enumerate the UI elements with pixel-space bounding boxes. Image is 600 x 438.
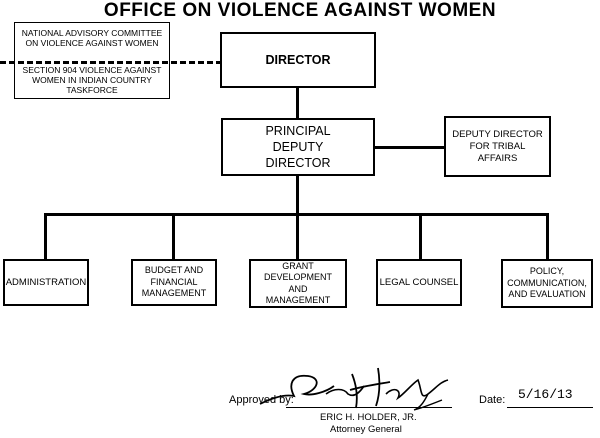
signer-position: Attorney General bbox=[330, 424, 402, 435]
advisory-box: NATIONAL ADVISORY COMMITTEE ON VIOLENCE … bbox=[14, 22, 170, 99]
advisory-committee-label: NATIONAL ADVISORY COMMITTEE ON VIOLENCE … bbox=[21, 28, 163, 48]
chart-title: OFFICE ON VIOLENCE AGAINST WOMEN bbox=[103, 0, 497, 21]
deputy-tribal-box: DEPUTY DIRECTOR FOR TRIBAL AFFAIRS bbox=[444, 116, 551, 177]
deputy-to-divisions-connector bbox=[296, 176, 299, 215]
division-drop-legal bbox=[419, 213, 422, 260]
division-label-policy: POLICY, COMMUNICATION, AND EVALUATION bbox=[507, 266, 587, 300]
division-box-budget: BUDGET AND FINANCIAL MANAGEMENT bbox=[131, 259, 217, 306]
advisory-dashed-connector bbox=[0, 61, 222, 64]
director-to-deputy-connector bbox=[296, 88, 299, 119]
deputy-tribal-label: DEPUTY DIRECTOR FOR TRIBAL AFFAIRS bbox=[452, 128, 543, 164]
division-drop-budget bbox=[172, 213, 175, 260]
date-line bbox=[507, 407, 593, 408]
signer-name: ERIC H. HOLDER, JR. bbox=[320, 412, 417, 423]
division-drop-grant bbox=[296, 213, 299, 260]
division-drop-administration bbox=[44, 213, 47, 260]
division-drop-policy bbox=[546, 213, 549, 260]
director-label: DIRECTOR bbox=[265, 53, 331, 67]
division-label-grant: GRANT DEVELOPMENT AND MANAGEMENT bbox=[263, 260, 332, 306]
principal-deputy-label: PRINCIPAL DEPUTY DIRECTOR bbox=[265, 124, 331, 170]
division-box-policy: POLICY, COMMUNICATION, AND EVALUATION bbox=[501, 259, 593, 308]
division-label-legal: LEGAL COUNSEL bbox=[379, 276, 459, 288]
signature-line bbox=[286, 407, 452, 408]
division-box-administration: ADMINISTRATION bbox=[3, 259, 89, 306]
date-value: 5/16/13 bbox=[518, 387, 573, 402]
date-label: Date: bbox=[479, 394, 506, 406]
division-box-grant: GRANT DEVELOPMENT AND MANAGEMENT bbox=[249, 259, 347, 308]
director-box: DIRECTOR bbox=[220, 32, 376, 88]
division-label-administration: ADMINISTRATION bbox=[5, 276, 87, 288]
principal-deputy-box: PRINCIPAL DEPUTY DIRECTOR bbox=[221, 118, 375, 176]
division-box-legal: LEGAL COUNSEL bbox=[376, 259, 462, 306]
signature-image bbox=[259, 367, 449, 411]
taskforce-label: SECTION 904 VIOLENCE AGAINST WOMEN IN IN… bbox=[22, 65, 162, 95]
deputy-to-tribal-connector bbox=[375, 146, 445, 149]
division-label-budget: BUDGET AND FINANCIAL MANAGEMENT bbox=[141, 265, 207, 299]
